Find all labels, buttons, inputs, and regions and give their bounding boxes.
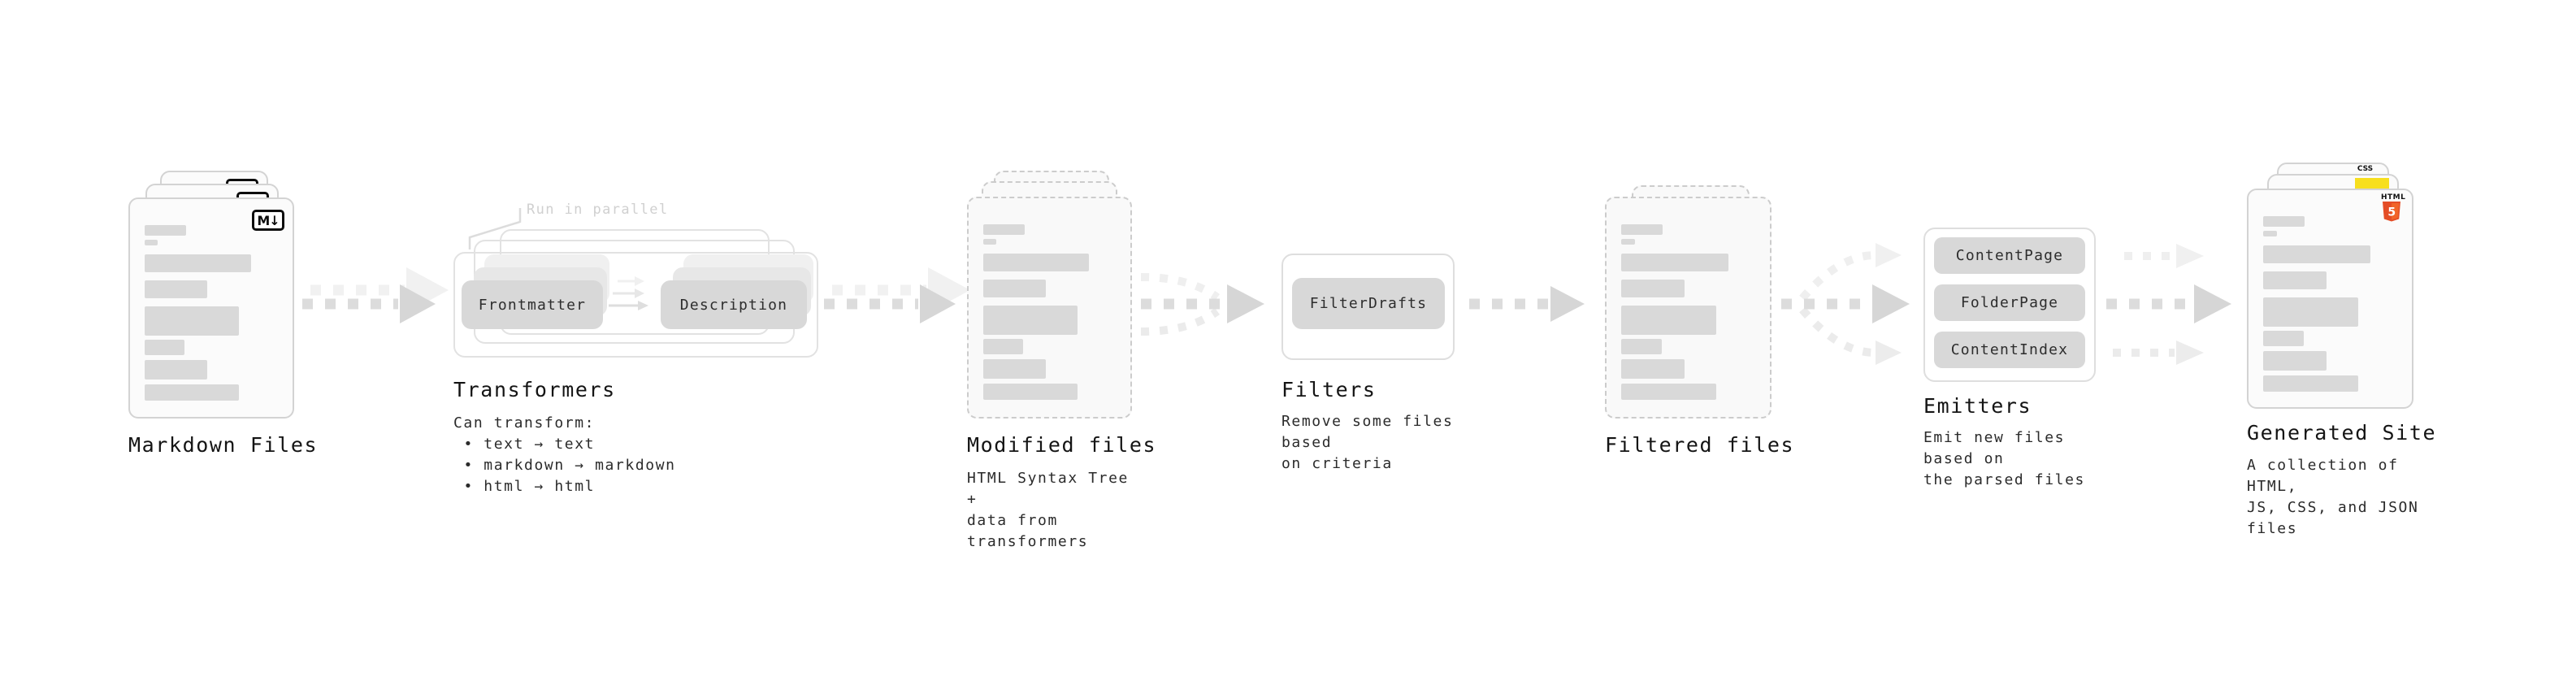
document-card: HTML 5 — [2247, 189, 2413, 409]
document-card-dashed — [967, 197, 1132, 419]
frontmatter-pill: Frontmatter — [462, 280, 603, 329]
flow-arrow-filters-to-filtered — [1469, 286, 1585, 322]
html5-icon: HTML 5 — [2381, 193, 2406, 226]
flow-arrow-modified-to-filters — [1140, 273, 1264, 336]
stage-title: Transformers — [453, 378, 616, 401]
transformer-layer — [453, 252, 818, 358]
stage-modified-files: Modified files HTML Syntax Tree + data f… — [967, 171, 1156, 550]
stage-markdown-files: M↓ M↓ M↓ Markdown Files — [128, 163, 317, 488]
stage-title: Emitters — [1923, 394, 2032, 418]
flow-arrow-filtered-to-emitters — [1781, 243, 1910, 365]
stage-filtered-files: Filtered files — [1605, 185, 1793, 478]
html5-icon-label: HTML — [2381, 193, 2406, 202]
folder-page-pill: FolderPage — [1934, 284, 2085, 321]
document-placeholder-lines — [1621, 198, 1755, 417]
stage-description: HTML Syntax Tree + data from transformer… — [967, 470, 1129, 550]
stage-title: Markdown Files — [128, 433, 319, 457]
stage-description: Can transform: • text → text • markdown … — [453, 414, 676, 495]
document-card: M↓ — [128, 197, 294, 419]
filter-drafts-pill: FilterDrafts — [1292, 278, 1445, 329]
stage-description: A collection of HTML, JS, CSS, and JSON … — [2247, 457, 2419, 537]
html5-icon-number: 5 — [2387, 206, 2396, 219]
stage-description: Remove some files based on criteria — [1281, 413, 1454, 472]
stage-title: Filtered files — [1605, 433, 1795, 457]
run-in-parallel-note: Run in parallel — [527, 202, 669, 218]
flow-arrow-markdown-to-transformers — [302, 267, 449, 323]
content-index-pill: ContentIndex — [1934, 332, 2085, 368]
document-placeholder-lines — [145, 199, 278, 417]
stage-generated-site: CSS HTML 5 Generated Site A collection o… — [2247, 163, 2435, 537]
stage-transformers: Run in parallel Frontmatter Description … — [453, 195, 827, 504]
css-icon-label: CSS — [2357, 165, 2374, 173]
markdown-icon: M↓ — [252, 210, 284, 231]
stage-description: Emit new files based on the parsed files — [1923, 429, 2085, 488]
description-pill: Description — [661, 280, 807, 329]
stage-title: Generated Site — [2247, 421, 2437, 445]
document-placeholder-lines — [2263, 190, 2397, 407]
flow-arrow-transformers-to-modified — [824, 267, 970, 323]
flow-arrow-emitters-to-site — [2106, 244, 2231, 365]
document-card-dashed — [1605, 197, 1772, 419]
document-placeholder-lines — [983, 198, 1116, 417]
content-page-pill: ContentPage — [1934, 237, 2085, 274]
stage-emitters: ContentPage FolderPage ContentIndex Emit… — [1923, 228, 2118, 488]
transformer-step-arrows — [609, 276, 648, 310]
run-in-parallel-leader-line — [468, 208, 522, 249]
stage-title: Filters — [1281, 378, 1377, 401]
stage-filters: FilterDrafts Filters Remove some files b… — [1281, 254, 1477, 481]
stage-title: Modified files — [967, 433, 1157, 457]
